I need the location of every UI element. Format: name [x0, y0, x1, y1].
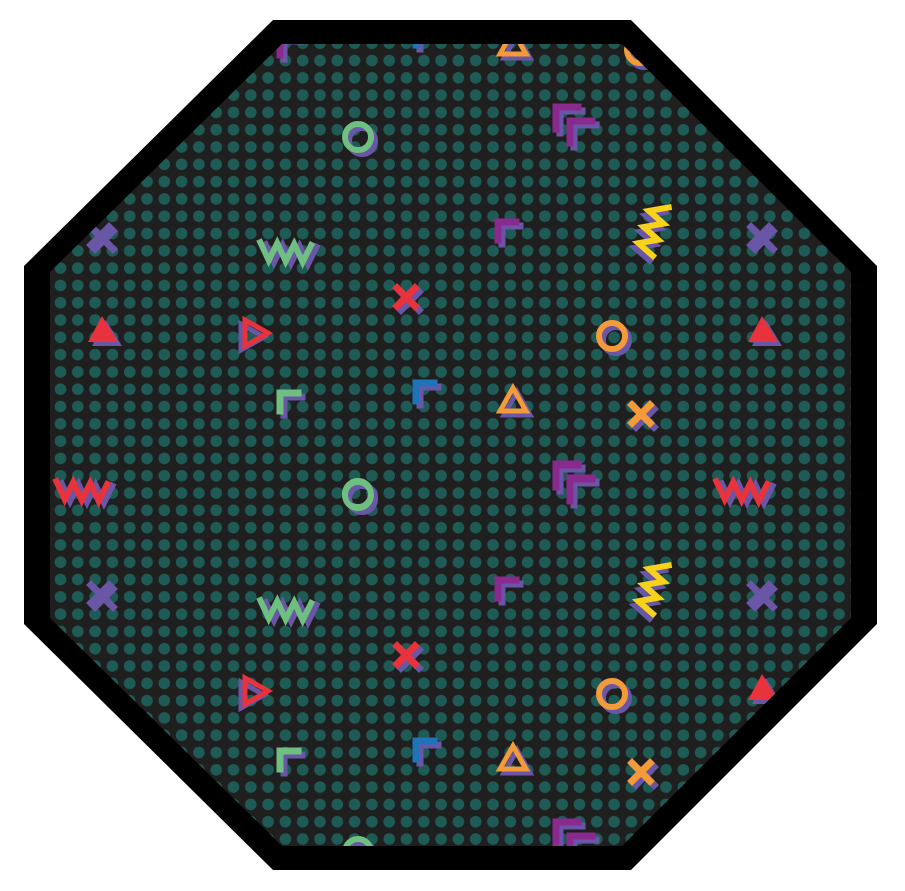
red-cross-icon: [392, 641, 424, 673]
green-ring-icon: [342, 121, 378, 157]
green-ring-icon: [342, 836, 378, 846]
red-zigzag-icon: [52, 833, 117, 846]
green-ring-icon: [345, 0, 375, 17]
orange-ring-icon: [596, 678, 632, 714]
orange-cross-icon: [627, 758, 659, 790]
red-triangle-icon: [88, 316, 122, 346]
purple-corner-icon: [494, 576, 524, 606]
violet-cross-icon: [746, 222, 778, 254]
red-cross-icon: [392, 283, 424, 315]
purple-chevron-icon: [552, 461, 600, 509]
orange-ring-icon: [596, 320, 632, 356]
violet-cross-icon: [746, 580, 778, 612]
blue-corner-icon: [412, 379, 442, 409]
red-triangle-icon: [748, 316, 782, 346]
violet-cross-icon: [86, 580, 118, 612]
red-zigzag-icon: [712, 475, 777, 511]
green-zigzag-icon: [256, 594, 321, 630]
green-corner-icon: [276, 747, 306, 777]
motif-layer: [52, 0, 782, 846]
purple-chevron-icon: [552, 103, 600, 151]
purple-chevron-icon: [552, 818, 600, 846]
purple-corner-icon: [494, 218, 524, 248]
yellow-zigzag-icon: [628, 561, 673, 623]
purple-corner-icon: [276, 44, 306, 63]
violet-cross-icon: [86, 222, 118, 254]
yellow-zigzag-icon: [628, 203, 673, 265]
red-triangle-outline-icon: [238, 673, 274, 713]
red-triangle-outline-icon: [238, 315, 274, 355]
orange-triangle-outline-icon: [495, 44, 535, 61]
green-ring-icon: [342, 479, 378, 515]
blue-corner-icon: [412, 737, 442, 767]
green-corner-icon: [276, 389, 306, 419]
red-zigzag-icon: [712, 833, 777, 846]
orange-cross-icon: [627, 400, 659, 432]
green-zigzag-icon: [256, 236, 321, 272]
orange-triangle-outline-icon: [495, 740, 535, 776]
orange-triangle-outline-icon: [495, 382, 535, 418]
red-zigzag-icon: [52, 475, 117, 511]
